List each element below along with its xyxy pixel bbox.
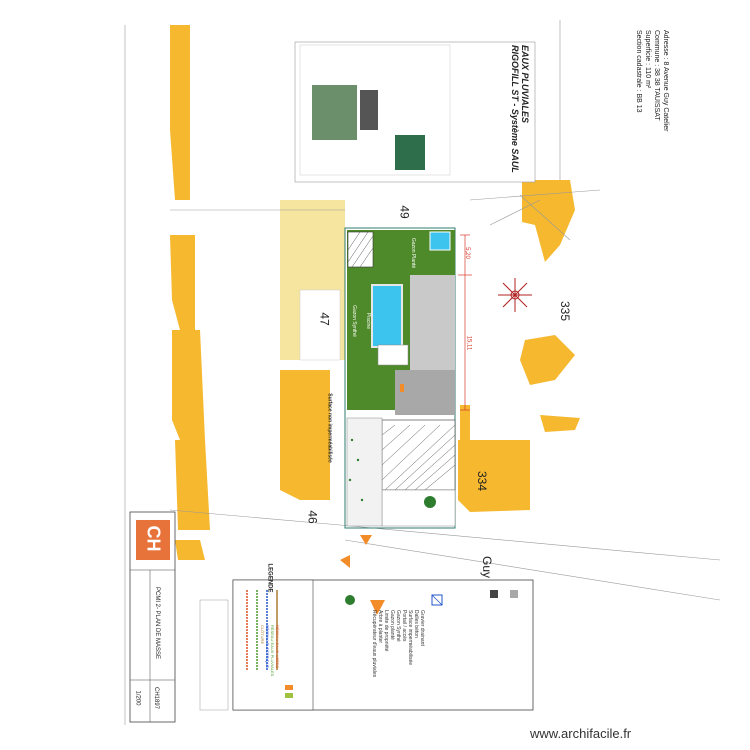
parcel-335: 335 [558,300,573,322]
pool [371,284,403,348]
dimension-2: 5,20 [463,247,470,259]
lawn-label-1: Gazon Synthé [350,305,357,337]
parcel-49: 49 [397,205,412,219]
plan-scale: 1/200 [134,690,141,706]
parcel-47: 47 [317,312,332,326]
pool-label: Piscine [365,312,372,330]
legend-key: RÉSEAU ÉLECTRIQUE [265,625,270,669]
plan-title: PCMI 2- PLAN DE MASSE [154,586,160,660]
road-lines [124,20,721,725]
parking-note: Surface non imperméabilisée [326,393,333,463]
tree [424,496,436,508]
compass-rose [498,278,532,312]
adresse-label: Adresse : [662,30,669,60]
legend-line: Portail / accès [401,610,407,642]
legend-key: RÉSEAU EAUX USÉES [275,625,280,669]
dimension-1: 15,11 [465,335,472,351]
product-subtitle: RIGOFILL ST - Système SAUL [510,45,520,173]
lawn-label-2: Gazon Planté [410,237,417,269]
section-value: BB 13 [635,93,642,113]
legend-title: LEGENDE [266,563,273,593]
surface-value: 110 m² [644,66,651,89]
parcel-46: 46 [305,510,320,524]
legend-line: Limite de propriété [383,610,389,652]
logo-text: CH [143,525,164,552]
legend-line: Dalles béton [413,610,419,638]
section-label: Section cadastrale : [635,30,642,92]
product-title-block: EAUX PLUVIALES RIGOFILL ST - Système SAU… [500,45,530,185]
product-image [312,85,357,140]
product-title: EAUX PLUVIALES [520,45,530,124]
legend-list: Gravier drainant Dalles béton Surface im… [355,610,425,740]
surface-label: Superficie : [644,30,651,66]
driveway [346,417,383,527]
legend-line: Gazon planté [389,610,395,640]
dimension-lines [458,234,472,411]
commune-value: 38 38 TAUISSAT [653,68,660,121]
legend-key: RÉSEAU EAUX PLUVIALES [270,625,275,677]
logo-box [136,520,170,560]
parcel-334: 334 [475,470,490,492]
legend-line: Récupérateur d'eaux pluviales [371,610,377,678]
neighbor-buildings [170,25,580,560]
legend-color-keys: RÉSEAU EAUX USÉES RÉSEAU EAUX PLUVIALES … [240,625,280,695]
legend-line: Gravier drainant [419,610,425,646]
legend-line: Arbre à planter [377,610,383,644]
address-block: Adresse : 8 Avenue Guy Catelier Commune … [610,30,670,190]
legend-line: Gazon Synthé [395,610,401,642]
plan-ref: CH1897 [153,686,160,710]
adresse-value: 8 Avenue Guy Catelier [662,61,669,132]
watermark: www.archifacile.fr [530,726,632,741]
legend-line: Surface imperméabilisée [407,610,413,666]
street-name: Guy [480,555,495,579]
commune-label: Commune : [653,30,660,67]
